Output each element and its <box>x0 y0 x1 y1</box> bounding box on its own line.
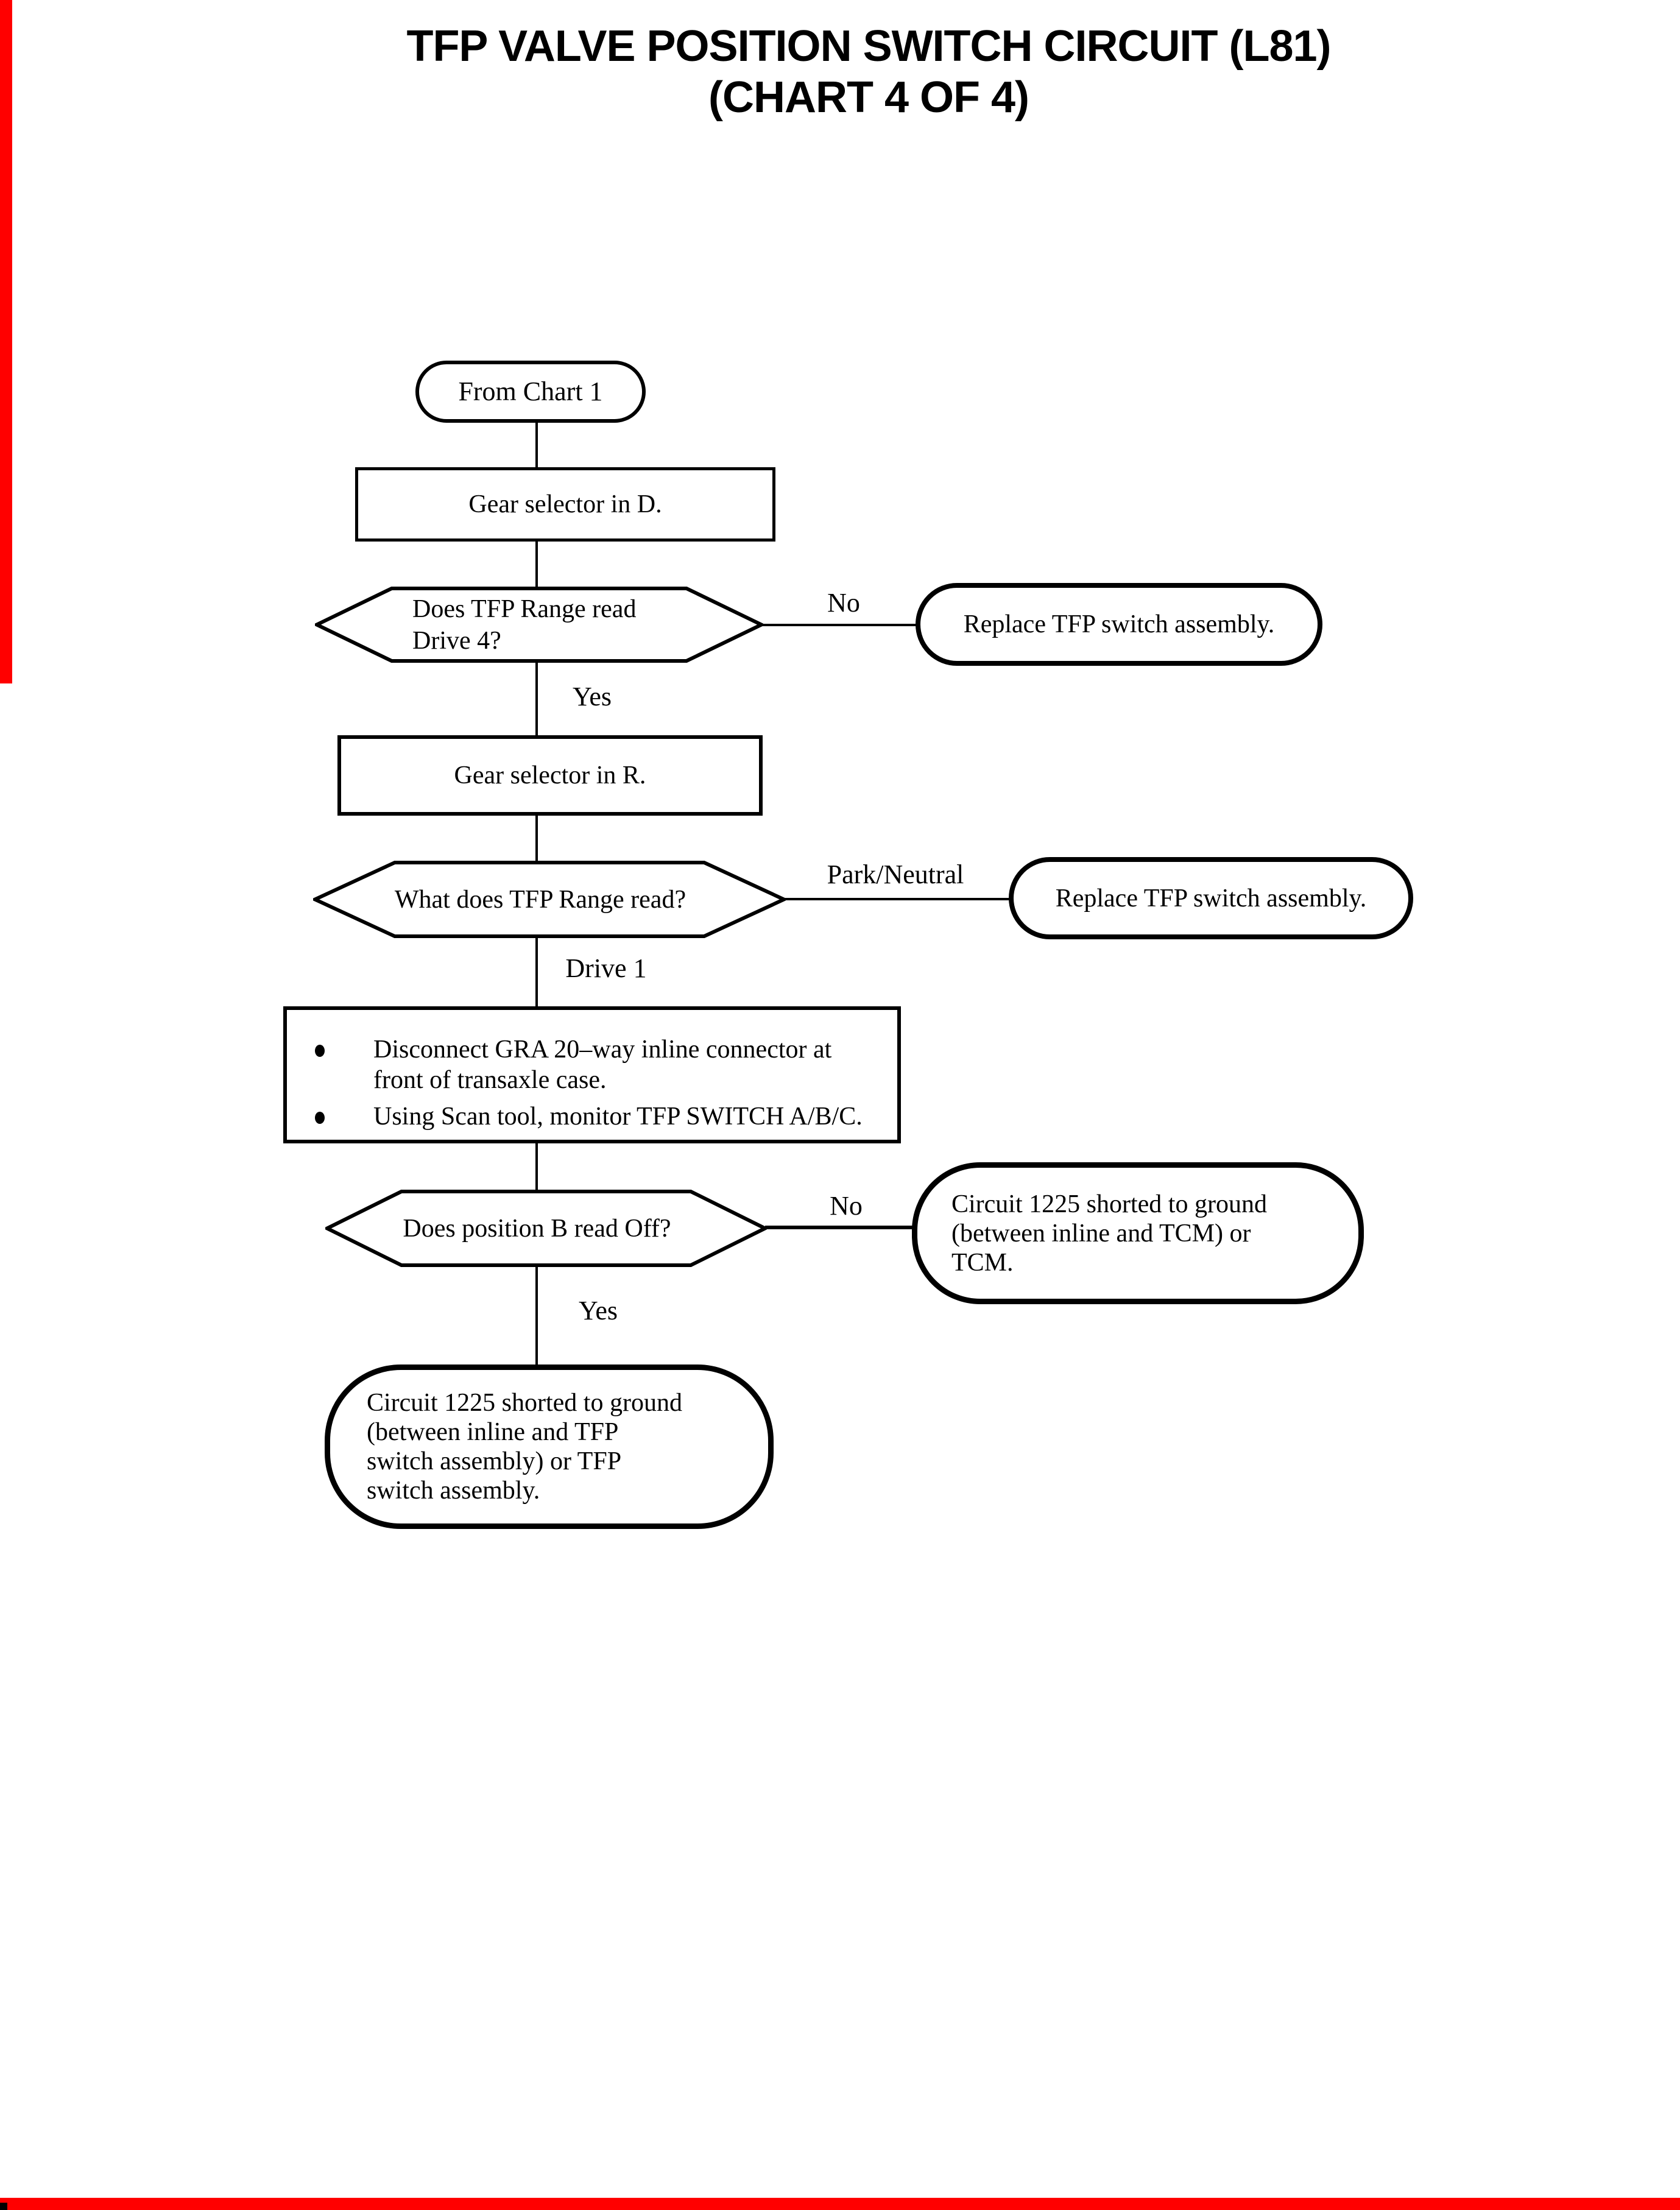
terminator-circuit-1225-tcm-line1: Circuit 1225 shorted to ground <box>951 1190 1267 1218</box>
process-gear-selector-d-label: Gear selector in D. <box>468 490 662 518</box>
edge-label-yes-1: Yes <box>572 682 612 711</box>
terminator-replace-tfp-switch-2-label: Replace TFP switch assembly. <box>1055 884 1367 913</box>
terminator-replace-tfp-switch-2: Replace TFP switch assembly. <box>1009 857 1413 939</box>
bullet-item-1-line2: front of transaxle case. <box>373 1066 607 1094</box>
process-gear-selector-r: Gear selector in R. <box>337 735 763 816</box>
corner-mark <box>0 2203 7 2210</box>
page-title-line1: TFP VALVE POSITION SWITCH CIRCUIT (L81) <box>406 22 1331 71</box>
terminator-from-chart-1: From Chart 1 <box>415 361 646 423</box>
bullet-item-2-line1: Using Scan tool, monitor TFP SWITCH A/B/… <box>373 1103 863 1131</box>
hexagon-outline <box>315 587 763 663</box>
decision-tfp-range-read-label: What does TFP Range read? <box>394 885 686 914</box>
decision-tfp-range-drive-4-label: Does TFP Range read Drive 4? <box>315 593 763 657</box>
terminator-circuit-1225-tfp-line2: (between inline and TFP <box>367 1418 619 1446</box>
terminator-circuit-1225-tfp-line1: Circuit 1225 shorted to ground <box>367 1389 682 1417</box>
connector-actions-to-dec3 <box>535 1142 538 1191</box>
connector-start-to-gear-d <box>535 422 538 468</box>
bullet-item-2: Using Scan tool, monitor TFP SWITCH A/B/… <box>287 1101 897 1132</box>
terminator-circuit-1225-tfp-line3: switch assembly) or TFP <box>367 1447 622 1475</box>
process-gear-selector-r-label: Gear selector in R. <box>454 761 646 789</box>
decision-position-b-off: Does position B read Off? <box>325 1190 767 1267</box>
terminator-replace-tfp-switch-1-label: Replace TFP switch assembly. <box>963 610 1275 638</box>
terminator-replace-tfp-switch-1: Replace TFP switch assembly. <box>916 583 1322 666</box>
page-title: TFP VALVE POSITION SWITCH CIRCUIT (L81) … <box>58 21 1679 123</box>
connector-gear-r-to-dec2 <box>535 814 538 862</box>
terminator-from-chart-1-label: From Chart 1 <box>458 376 603 406</box>
edge-label-no-2: No <box>830 1191 863 1221</box>
red-edge-strip-left <box>0 0 12 683</box>
hexagon-outline <box>325 1190 767 1267</box>
connector-dec1-to-gear-r <box>535 662 538 736</box>
decision-tfp-range-drive-4: Does TFP Range read Drive 4? <box>315 587 763 663</box>
decision-line1: Does TFP Range read <box>412 595 637 623</box>
edge-label-no-1: No <box>827 588 860 618</box>
decision-position-b-off-label: Does position B read Off? <box>403 1214 671 1243</box>
process-disconnect-and-monitor: Disconnect GRA 20–way inline connector a… <box>283 1006 901 1143</box>
edge-label-yes-2: Yes <box>578 1296 618 1326</box>
bullet-marker <box>315 1045 325 1057</box>
process-gear-selector-d: Gear selector in D. <box>355 467 775 542</box>
terminator-circuit-1225-tfp: Circuit 1225 shorted to ground (between … <box>325 1364 774 1529</box>
decision-line2: Drive 4? <box>412 626 501 655</box>
edge-label-drive-1: Drive 1 <box>565 953 647 983</box>
connector-dec3-to-fault-tfp <box>535 1266 538 1366</box>
bullet-marker <box>315 1112 325 1124</box>
decision-tfp-range-read: What does TFP Range read? <box>313 861 786 938</box>
page-title-line2: (CHART 4 OF 4) <box>708 73 1029 122</box>
terminator-circuit-1225-tcm-line3: TCM. <box>951 1248 1014 1277</box>
terminator-circuit-1225-tcm-line2: (between inline and TCM) or <box>951 1219 1251 1248</box>
red-edge-strip-bottom <box>0 2198 1680 2210</box>
connector-dec3-to-fault-tcm <box>765 1226 914 1229</box>
bullet-item-1-line1: Disconnect GRA 20–way inline connector a… <box>373 1036 832 1064</box>
terminator-circuit-1225-tcm: Circuit 1225 shorted to ground (between … <box>912 1162 1364 1304</box>
connector-dec2-to-replace2 <box>784 898 1011 900</box>
edge-label-park-neutral: Park/Neutral <box>827 860 964 889</box>
hexagon-outline <box>313 861 786 938</box>
terminator-circuit-1225-tfp-line4: switch assembly. <box>367 1477 540 1505</box>
bullet-item-1: Disconnect GRA 20–way inline connector a… <box>287 1034 897 1095</box>
connector-dec1-to-replace1 <box>761 624 917 626</box>
connector-dec2-to-actions <box>535 937 538 1008</box>
connector-gear-d-to-dec1 <box>535 540 538 588</box>
